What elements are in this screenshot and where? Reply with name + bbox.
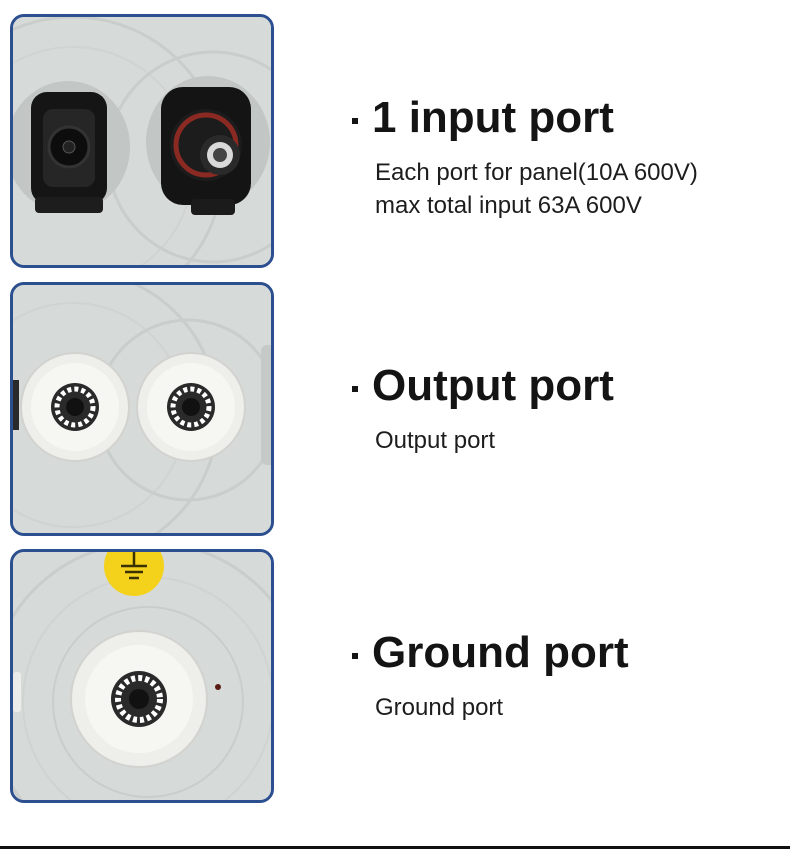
output-port-photo	[10, 282, 274, 536]
feature-title: 1 input port	[352, 96, 782, 140]
feature-title: Ground port	[352, 631, 782, 675]
ground-gland-icon	[13, 552, 271, 800]
feature-title-text: 1 input port	[372, 93, 614, 142]
ground-port-photo	[10, 549, 274, 803]
description-line: Output port	[375, 427, 496, 454]
feature-description: Each port for panel(10A 600V) max total …	[375, 156, 782, 222]
description-line: max total input 63A 600V	[375, 192, 642, 219]
input-port-photo	[10, 14, 274, 268]
bullet-icon	[352, 118, 358, 124]
feature-ground-port: Ground port Ground port	[352, 631, 782, 724]
feature-description: Output port	[375, 424, 782, 457]
feature-input-port: 1 input port Each port for panel(10A 600…	[352, 96, 782, 222]
bottom-divider	[0, 846, 790, 849]
bullet-icon	[352, 386, 358, 392]
feature-title: Output port	[352, 364, 782, 408]
mc4-connector-icon	[13, 17, 271, 265]
feature-title-text: Output port	[372, 361, 614, 410]
description-line: Each port for panel(10A 600V)	[375, 159, 698, 186]
cable-gland-pair-icon	[13, 285, 271, 533]
bullet-icon	[352, 653, 358, 659]
feature-title-text: Ground port	[372, 628, 629, 677]
description-line: Ground port	[375, 694, 504, 721]
feature-output-port: Output port Output port	[352, 364, 782, 457]
feature-description: Ground port	[375, 691, 782, 724]
